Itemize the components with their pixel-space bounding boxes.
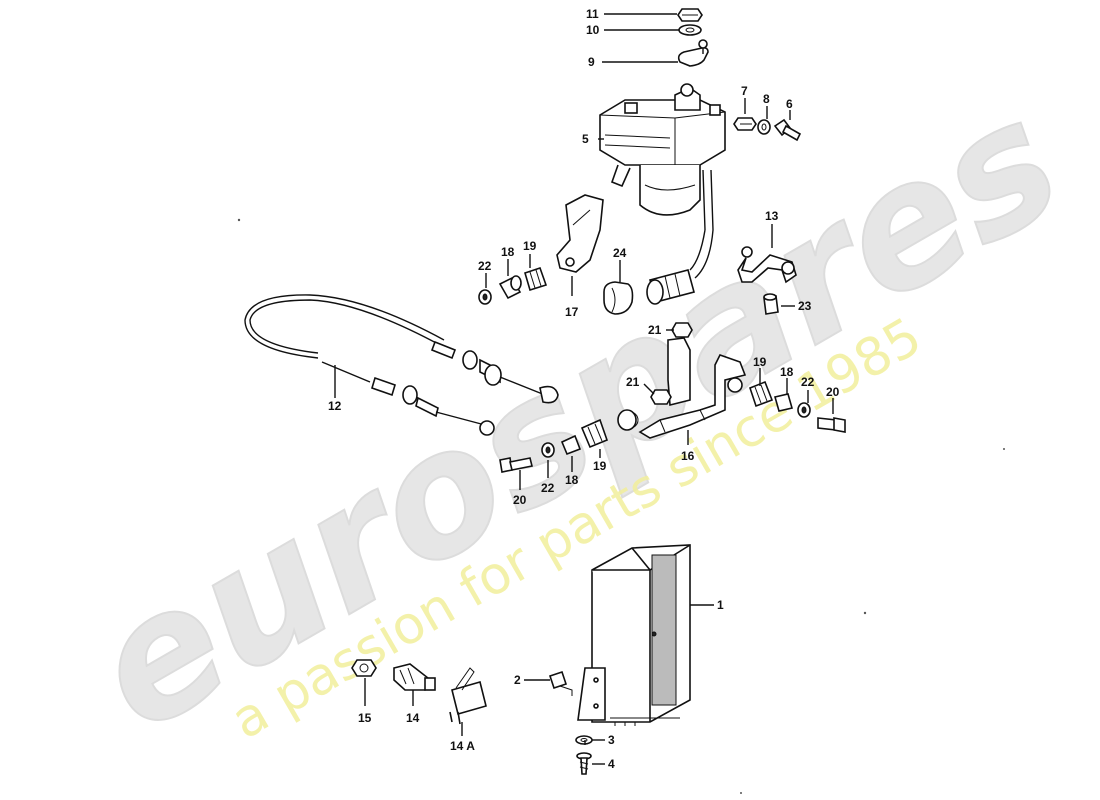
callout-21-upper: 21	[648, 323, 662, 337]
part-18-spacer-right	[773, 393, 794, 412]
part-13-lever	[737, 246, 797, 284]
callout-20-right: 20	[826, 385, 840, 399]
callout-13: 13	[765, 209, 779, 223]
callout-7: 7	[741, 84, 748, 98]
part-1-control-unit	[577, 544, 691, 726]
part-12-cable	[244, 294, 559, 436]
callout-9: 9	[588, 55, 595, 69]
part-3-washer	[575, 735, 593, 745]
grommet-bracket-left	[617, 409, 637, 431]
part-22-washer-right	[797, 402, 811, 418]
callout-12: 12	[328, 399, 342, 413]
callout-1: 1	[717, 598, 724, 612]
part-8-washer	[757, 119, 771, 135]
callout-3: 3	[608, 733, 615, 747]
part-6-bolt	[773, 118, 802, 142]
part-21-nut-lower	[650, 389, 672, 405]
watermark: eurospares a passion for parts since 198…	[61, 61, 1093, 772]
part-22-washer-left-top	[478, 289, 492, 305]
callout-24: 24	[613, 246, 627, 260]
callout-14: 14	[406, 711, 420, 725]
watermark-logo: eurospares	[62, 62, 1092, 771]
part-15-nut	[351, 659, 377, 677]
callout-14a: 14 A	[450, 739, 475, 753]
part-17-bracket	[556, 194, 604, 273]
callout-18-upper: 18	[501, 245, 515, 259]
hose-connector	[646, 269, 695, 305]
callout-22-lower: 22	[541, 481, 555, 495]
callout-18-right: 18	[780, 365, 794, 379]
callout-8: 8	[763, 92, 770, 106]
part-14a-microswitch	[449, 667, 487, 725]
part-19-grommet-right	[749, 380, 774, 408]
callout-17: 17	[565, 305, 579, 319]
callout-18-lower: 18	[565, 473, 579, 487]
part-18-spacer-left-top	[498, 275, 522, 300]
callout-11: 11	[586, 7, 599, 21]
callout-20-left: 20	[513, 493, 527, 507]
callout-22-right: 22	[801, 375, 815, 389]
part-18-spacer-lower	[560, 434, 582, 456]
callout-5: 5	[582, 132, 589, 146]
callout-6: 6	[786, 97, 793, 111]
part-10-washer	[678, 24, 702, 36]
scan-specks	[237, 218, 1005, 794]
callout-2: 2	[514, 673, 521, 687]
callout-22-upper: 22	[478, 259, 492, 273]
callout-21-lower: 21	[626, 375, 640, 389]
part-9-lever	[677, 39, 709, 67]
callout-4: 4	[608, 757, 615, 771]
callout-19-lower: 19	[593, 459, 607, 473]
callout-10: 10	[586, 23, 600, 37]
part-20-bolt-right	[817, 417, 846, 433]
part-11-nut	[677, 8, 703, 22]
part-16-bracket	[621, 337, 747, 439]
part-21-nut-upper	[671, 322, 693, 338]
part-14-switch	[393, 663, 436, 691]
part-20-bolt-left	[499, 457, 533, 473]
part-19-grommet-lower	[580, 418, 609, 449]
callout-19-right: 19	[753, 355, 767, 369]
callout-labels: 11 10 9 5 7 8 6 13 23 22 18 19 17 24 21 …	[328, 7, 840, 771]
part-2-clip	[548, 670, 573, 696]
part-19-grommet-left-top	[524, 266, 548, 292]
part-22-washer-lower	[541, 442, 555, 458]
leader-lines	[334, 13, 834, 765]
callout-16: 16	[681, 449, 695, 463]
part-7-nut	[733, 117, 757, 131]
callout-15: 15	[358, 711, 372, 725]
part-4-screw	[576, 752, 592, 775]
part-5-actuator	[599, 83, 726, 279]
part-24-clip	[603, 281, 634, 315]
callout-19-upper: 19	[523, 239, 537, 253]
callout-23: 23	[798, 299, 812, 313]
part-23-sleeve	[763, 293, 779, 315]
